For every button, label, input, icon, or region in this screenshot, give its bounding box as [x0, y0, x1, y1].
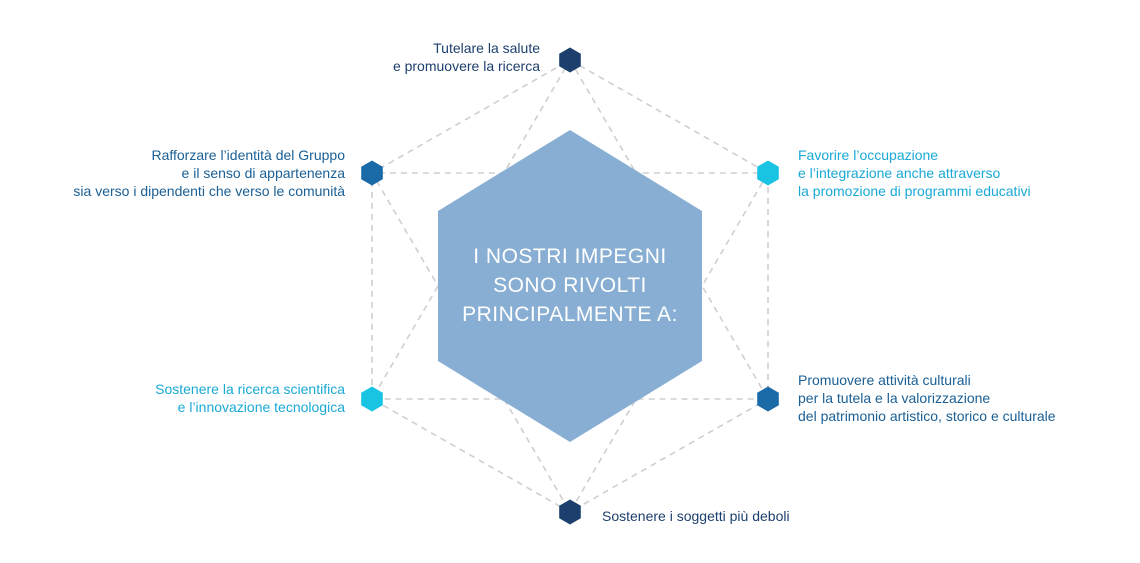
node-identity-marker — [361, 160, 383, 186]
label-vulnerable: Sostenere i soggetti più deboli — [602, 507, 790, 525]
node-employment-marker — [757, 160, 779, 186]
label-line: Promuovere attività culturali — [798, 372, 971, 388]
label-line: e promuovere la ricerca — [392, 58, 540, 74]
label-line: sia verso i dipendenti che verso le comu… — [73, 183, 345, 199]
label-health: Tutelare la salute e promuovere la ricer… — [393, 39, 540, 75]
label-line: per la tutela e la valorizzazione — [798, 390, 991, 406]
label-line: Sostenere la ricerca scientifica — [155, 381, 345, 397]
label-line: del patrimonio artistico, storico e cult… — [798, 408, 1056, 424]
label-line: e il senso di appartenenza — [181, 165, 345, 181]
label-line: Sostenere i soggetti più deboli — [602, 508, 790, 524]
label-line: e l’integrazione anche attraverso — [798, 165, 1001, 181]
node-culture-marker — [757, 386, 779, 412]
label-culture: Promuovere attività culturali per la tut… — [798, 371, 1056, 425]
label-line: Tutelare la salute — [433, 40, 540, 56]
center-title-line: I NOSTRI IMPEGNI — [473, 245, 667, 268]
label-identity: Rafforzare l’identità del Gruppo e il se… — [73, 146, 345, 200]
label-employment: Favorire l’occupazione e l’integrazione … — [798, 146, 1031, 200]
label-line: la promozione di programmi educativi — [798, 183, 1031, 199]
center-title-line: SONO RIVOLTI — [493, 274, 647, 297]
label-line: Favorire l’occupazione — [798, 147, 939, 163]
node-research-marker — [361, 386, 383, 412]
center-title-line: PRINCIPALMENTE A: — [462, 303, 678, 326]
node-vulnerable-marker — [559, 499, 581, 525]
label-research: Sostenere la ricerca scientifica e l’inn… — [155, 380, 345, 416]
center-hexagon — [438, 130, 702, 442]
node-health-marker — [559, 47, 581, 73]
node-markers — [361, 47, 779, 525]
label-line: e l’innovazione tecnologica — [177, 399, 345, 415]
center-title: I NOSTRI IMPEGNI SONO RIVOLTI PRINCIPALM… — [445, 242, 695, 329]
label-line: Rafforzare l’identità del Gruppo — [151, 147, 345, 163]
